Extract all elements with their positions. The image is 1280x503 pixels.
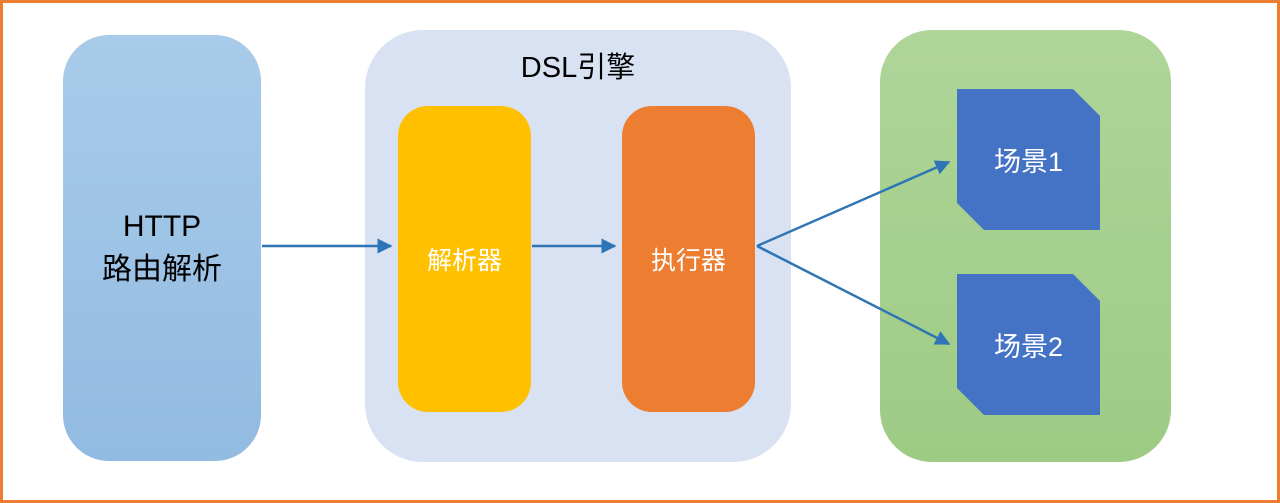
executor-label: 执行器 <box>650 247 726 275</box>
scenario2-node: 场景2 <box>957 274 1100 415</box>
executor-node: 执行器 <box>622 106 755 412</box>
dsl-engine-title: DSL引擎 <box>520 52 636 84</box>
scenario1-node: 场景1 <box>957 89 1100 230</box>
http-route-node: HTTP 路由解析 <box>63 35 261 461</box>
parser-node: 解析器 <box>398 106 531 412</box>
scenario2-label: 场景2 <box>993 332 1064 362</box>
http-route-label-line1: HTTP <box>122 209 202 243</box>
http-route-label-line2: 路由解析 <box>102 253 222 286</box>
parser-label: 解析器 <box>426 247 502 275</box>
scenario1-label: 场景1 <box>993 147 1064 177</box>
